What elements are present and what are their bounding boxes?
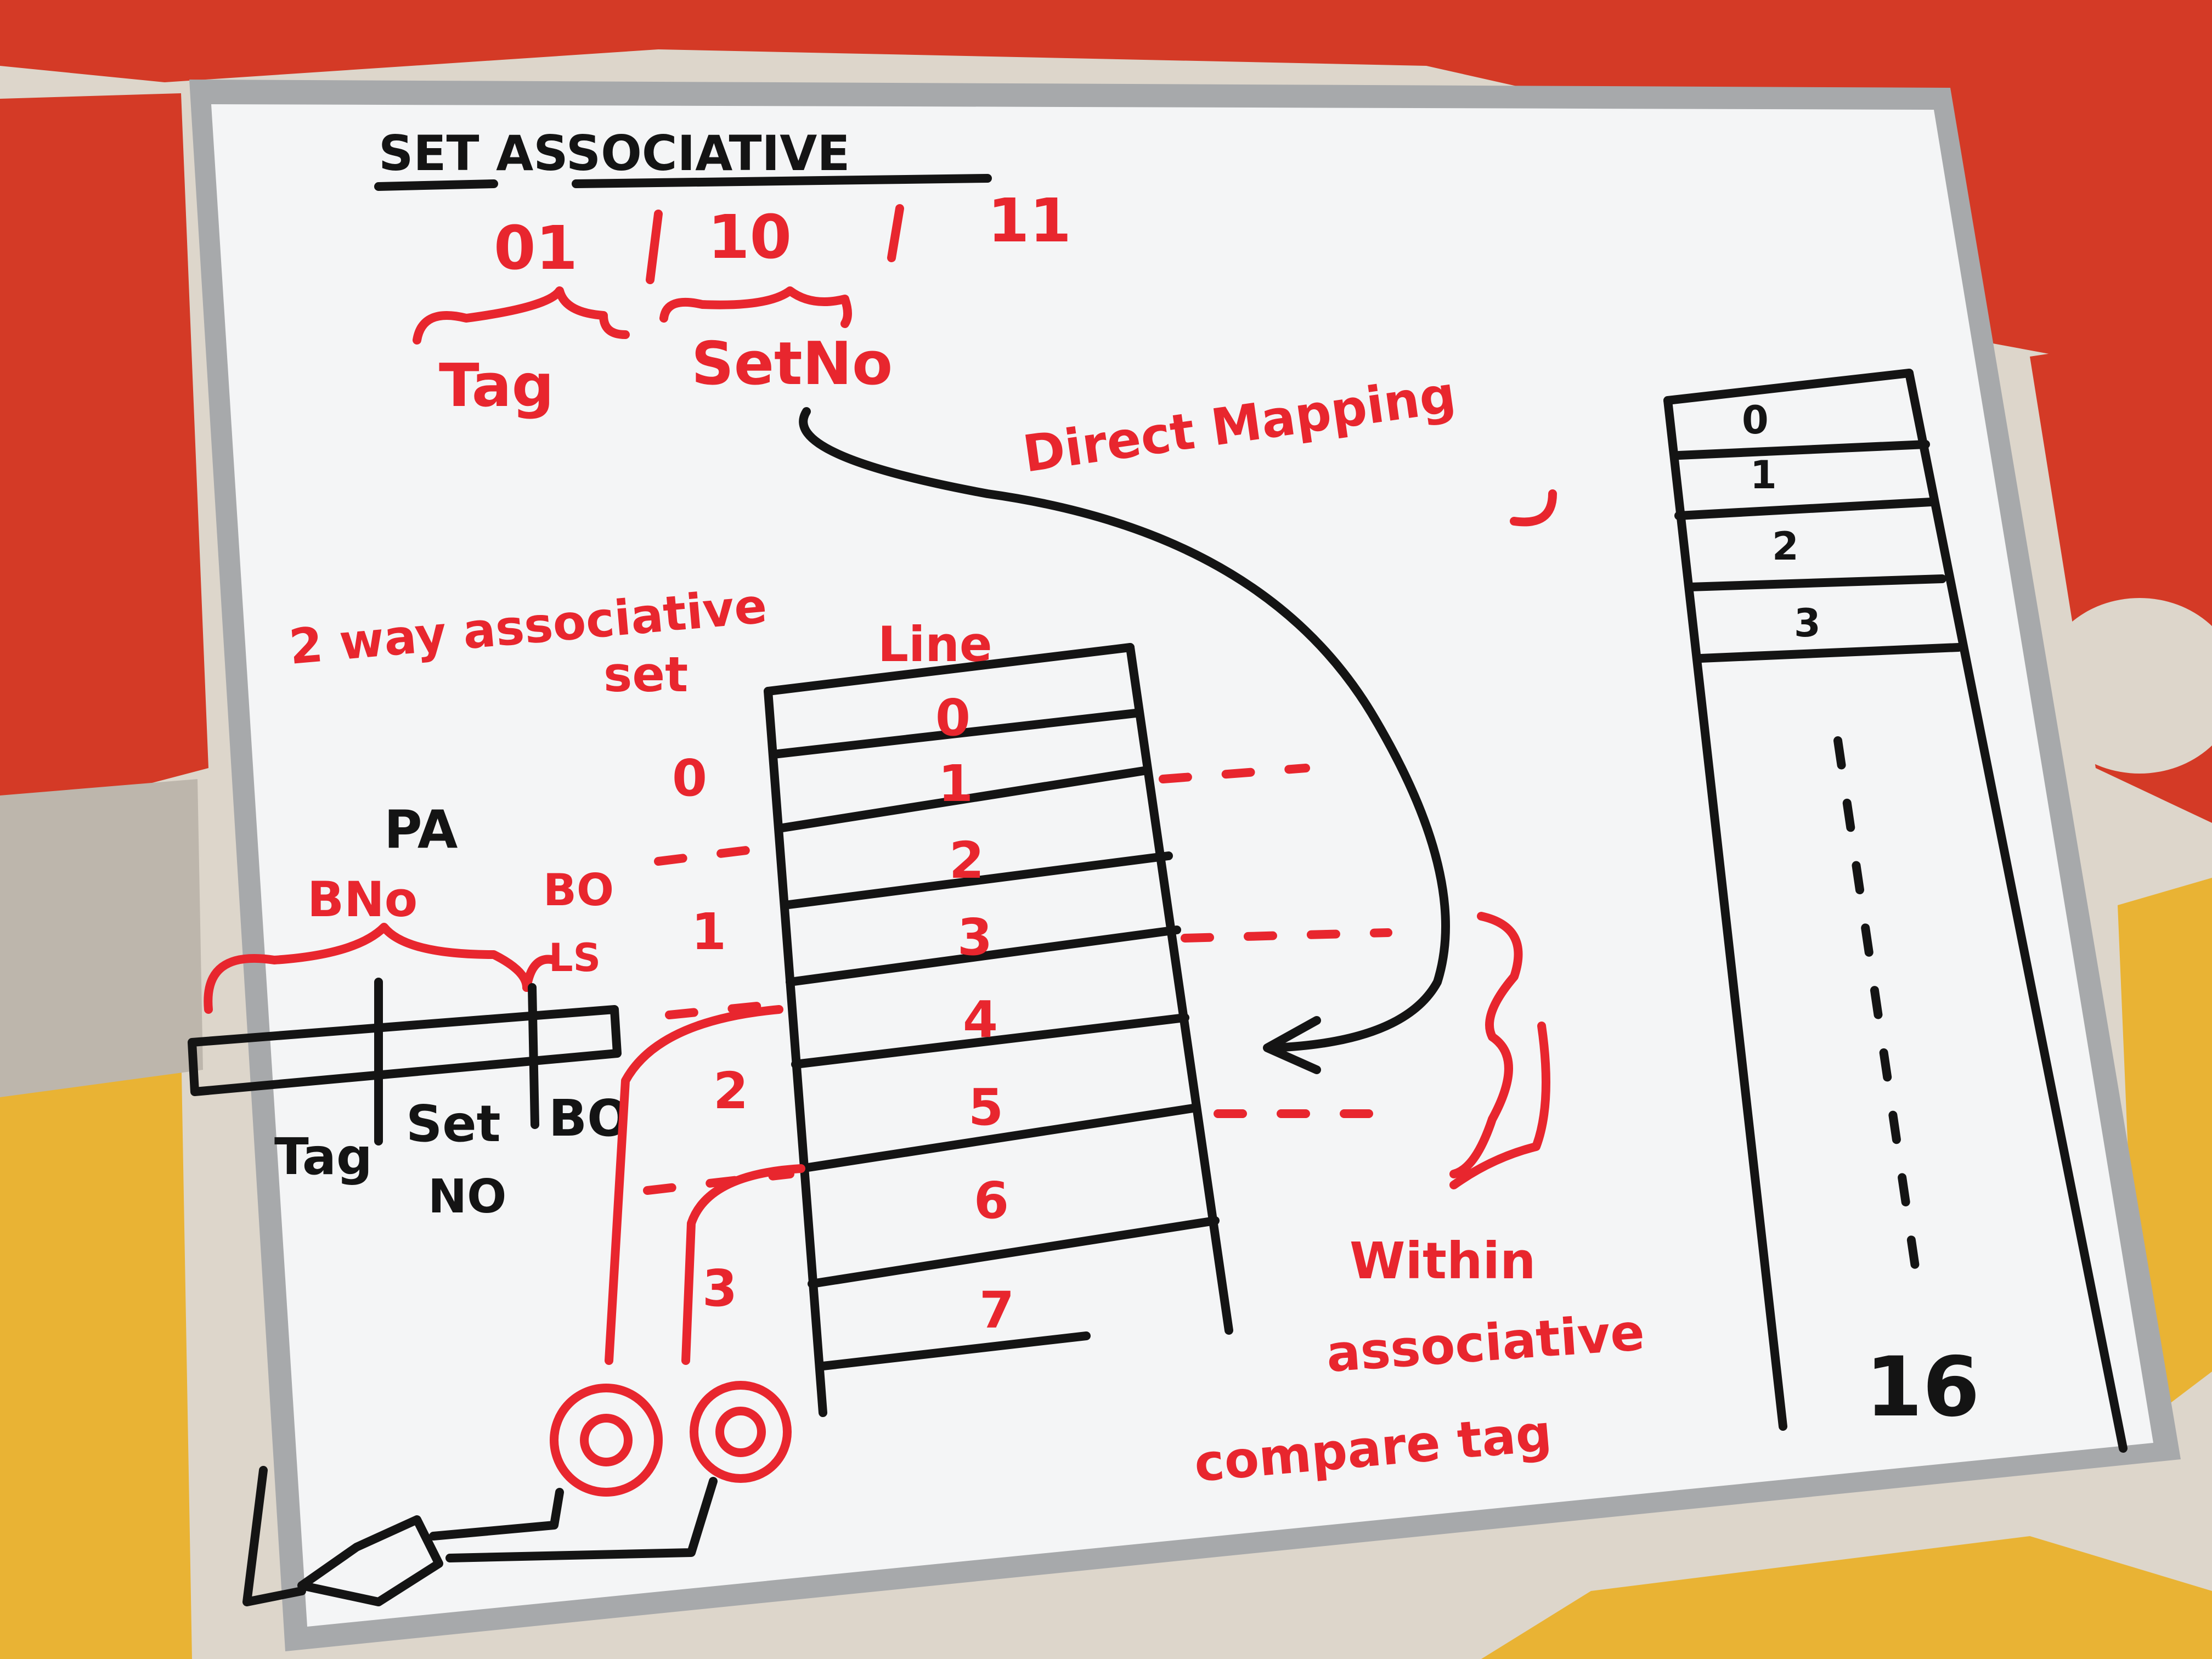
title: SET ASSOCIATIVE [374, 125, 992, 191]
setno-label: SetNo [691, 330, 893, 398]
set-numbers: 0 1 2 3 [672, 749, 748, 1318]
set-number: 3 [702, 1259, 737, 1318]
line-number: 2 [949, 831, 984, 890]
line-numbers: 0 1 2 3 4 5 6 7 [935, 689, 1014, 1340]
line-number: 3 [957, 908, 992, 967]
line-number: 4 [963, 990, 998, 1049]
pa-bo-top: BO [543, 865, 614, 916]
main-memory: 0 1 2 3 16 [1663, 369, 2128, 1453]
within-line-1: Within [1350, 1232, 1536, 1290]
board-surface [211, 104, 2153, 1627]
address-bits: 01 10 11 Tag SetNo [413, 185, 1071, 420]
title-text: SET ASSOCIATIVE [379, 125, 850, 182]
line-number: 0 [935, 689, 970, 747]
pa-field-tag: Tag [274, 1127, 373, 1186]
set-number: 1 [691, 902, 726, 961]
pa-title: PA [384, 800, 458, 860]
direct-mapping-arrow-head [1263, 1016, 1321, 1074]
tag-bits: 01 [494, 213, 578, 283]
set-bits: 10 [708, 202, 792, 272]
memory-last: 16 [1865, 1340, 1980, 1435]
line-number: 1 [938, 754, 973, 813]
memory-entry: 3 [1794, 601, 1821, 646]
offset-bits: 11 [988, 185, 1071, 256]
set-number: 0 [672, 749, 707, 808]
pa-set-no: NO [428, 1170, 506, 1224]
pa-field-bo: BO [549, 1089, 630, 1148]
direct-mapping-arrow [799, 407, 1450, 1052]
memory-entry: 2 [1772, 524, 1799, 569]
pa-bno: BNo [307, 871, 417, 928]
line-number: 5 [968, 1078, 1003, 1137]
set-header: set [603, 646, 688, 703]
memory-entry: 1 [1750, 453, 1777, 498]
cache-table [764, 643, 1233, 1417]
tag-label: Tag [439, 352, 554, 420]
line-number: 6 [974, 1171, 1009, 1230]
line-number: 7 [979, 1281, 1014, 1340]
comparators [242, 1005, 805, 1606]
set-dividers [643, 764, 1409, 1195]
pa-diagram: PA BNo BO LS Tag Set BO NO [188, 800, 630, 1224]
memory-entry: 0 [1742, 398, 1769, 443]
pa-field-set: Set [406, 1094, 501, 1153]
set-number: 2 [713, 1062, 748, 1120]
